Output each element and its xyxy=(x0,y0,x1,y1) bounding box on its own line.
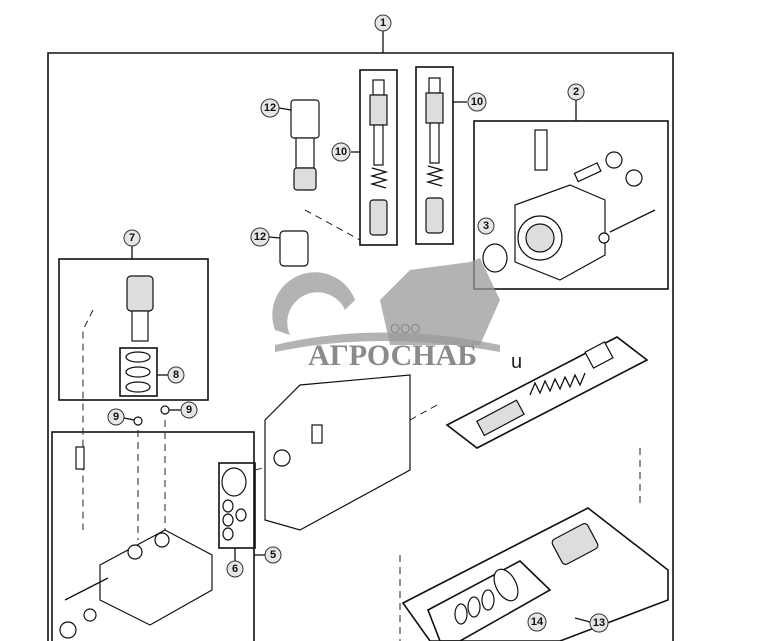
callout-10a: 10 xyxy=(331,142,360,162)
svg-text:14: 14 xyxy=(531,616,544,628)
box-kit-13 xyxy=(401,507,669,641)
svg-text:12: 12 xyxy=(264,102,276,114)
svg-text:12: 12 xyxy=(254,231,266,243)
callout-2: 2 xyxy=(567,83,585,121)
watermark-logo: ООО АГРОСНАБ xyxy=(272,258,500,372)
svg-text:2: 2 xyxy=(573,86,579,98)
svg-text:3: 3 xyxy=(483,220,489,232)
svg-text:9: 9 xyxy=(186,404,192,416)
plug-part-12b xyxy=(279,230,309,267)
callout-6: 6 xyxy=(226,548,244,578)
box-cover-assembly xyxy=(473,120,669,290)
svg-text:7: 7 xyxy=(129,232,135,244)
seals-6 xyxy=(221,467,247,541)
box-valve-5 xyxy=(51,431,255,641)
svg-text:9: 9 xyxy=(113,411,119,423)
callout-10b: 10 xyxy=(453,92,487,112)
callout-8: 8 xyxy=(157,366,185,384)
box-solenoid xyxy=(58,258,209,401)
spool xyxy=(476,341,614,437)
svg-text:13: 13 xyxy=(593,617,605,629)
box-seals-8 xyxy=(119,347,158,397)
kit-13-parts xyxy=(454,523,599,625)
callout-3: 3 xyxy=(477,217,495,235)
stray-text: u xyxy=(511,351,523,373)
callout-7: 7 xyxy=(123,229,141,259)
svg-text:1: 1 xyxy=(380,17,386,29)
box-cartridge-left xyxy=(359,69,398,246)
svg-text:8: 8 xyxy=(173,369,179,381)
svg-text:6: 6 xyxy=(232,563,238,575)
callout-12a: 12 xyxy=(260,98,292,118)
cartridge-left xyxy=(369,79,389,236)
svg-text:5: 5 xyxy=(270,549,276,561)
svg-text:10: 10 xyxy=(471,96,483,108)
box-seals-6 xyxy=(218,462,256,549)
callout-12b: 12 xyxy=(250,227,281,247)
solenoid xyxy=(125,275,154,393)
callout-14: 14 xyxy=(527,612,547,632)
valve-block-5 xyxy=(59,405,213,639)
callout-9b: 9 xyxy=(169,401,198,419)
box-spool-kit xyxy=(445,336,649,449)
assembly-frame xyxy=(47,52,674,641)
callout-5: 5 xyxy=(254,546,282,564)
cartridge-right xyxy=(425,77,445,234)
callout-13: 13 xyxy=(574,613,609,633)
callout-9a: 9 xyxy=(107,408,135,426)
svg-text:ООО: ООО xyxy=(390,321,420,336)
valve-body xyxy=(264,374,411,531)
box-cartridge-right xyxy=(415,66,454,245)
svg-text:АГРОСНАБ: АГРОСНАБ xyxy=(308,339,477,372)
plug-part-12 xyxy=(290,99,320,191)
box-kit-14 xyxy=(426,560,552,641)
svg-text:10: 10 xyxy=(335,146,347,158)
callout-1: 1 xyxy=(374,14,392,32)
cover-housing xyxy=(482,129,656,281)
